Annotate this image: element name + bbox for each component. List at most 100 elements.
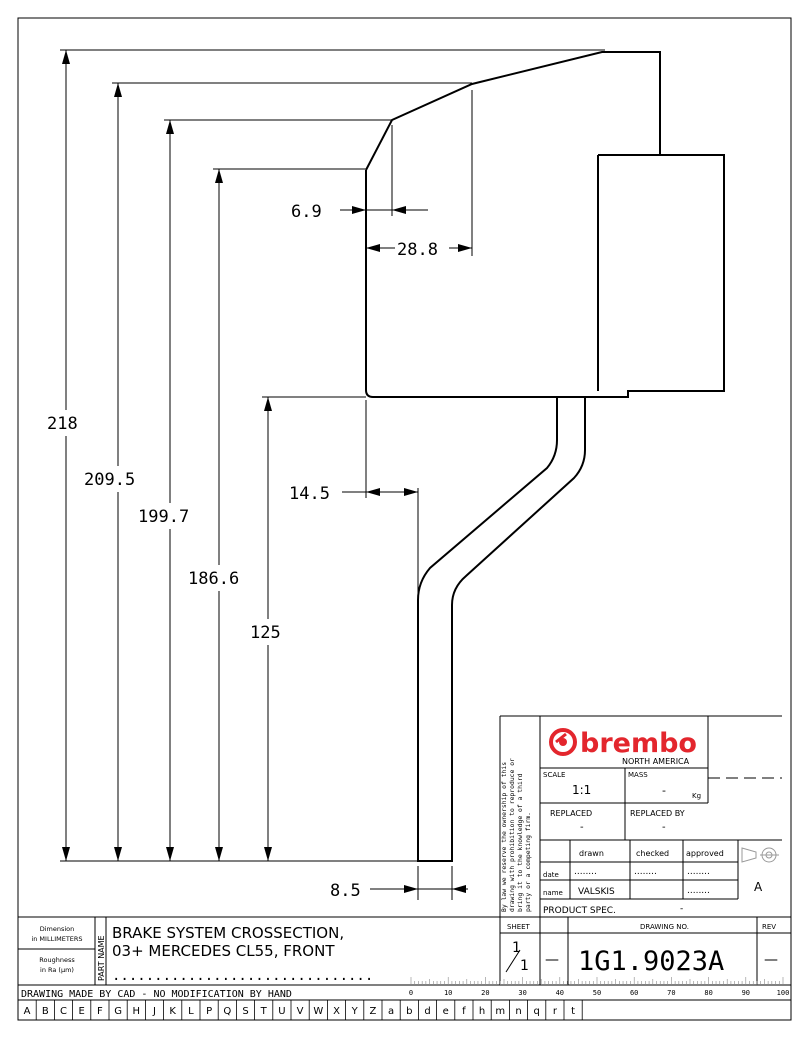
grid-letter: Y <box>351 1006 359 1017</box>
rev-label: REV <box>762 923 776 931</box>
sheet-border <box>17 17 792 1021</box>
brembo-logo: brembo NORTH AMERICA <box>549 728 697 766</box>
dim-28-8: 28.8 <box>397 240 438 260</box>
drawing-no-label: DRAWING NO. <box>640 923 689 931</box>
grid-letter: B <box>42 1006 49 1017</box>
product-spec-label: PRODUCT SPEC. <box>543 906 616 916</box>
col-approved: approved <box>686 849 724 858</box>
part-outline <box>365 51 725 862</box>
dimension-unit-2: in MILLIMETERS <box>31 935 82 943</box>
part-name-line2: 03+ MERCEDES CL55, FRONT <box>112 942 335 960</box>
dim-218: 218 <box>47 414 78 434</box>
date-checked-dots: ........ <box>634 867 657 877</box>
grid-letter: q <box>534 1006 540 1017</box>
grid-letter: m <box>495 1006 505 1017</box>
ruler-label: 20 <box>481 989 489 997</box>
replaced-label: REPLACED <box>550 809 592 818</box>
replaced-by-value: - <box>662 822 666 833</box>
part-name-line1: BRAKE SYSTEM CROSSECTION, <box>112 924 344 942</box>
sheet-label: SHEET <box>507 923 531 931</box>
dim-6-9: 6.9 <box>291 202 322 222</box>
grid-letter: n <box>515 1006 521 1017</box>
sheet-total: 1 <box>520 958 529 974</box>
date-approved-dots: ........ <box>687 867 710 877</box>
dim-14-5: 14.5 <box>289 484 330 504</box>
dimension-values: 218 209.5 199.7 186.6 125 6.9 28.8 14.5 … <box>47 202 438 901</box>
mass-unit: Kg <box>692 792 701 800</box>
part-name-dots: ............................... <box>112 968 373 984</box>
replaced-value: - <box>580 822 584 833</box>
dimension-arrows <box>62 50 472 893</box>
grid-letter: e <box>443 1006 449 1017</box>
part-name-label: PART NAME <box>97 935 106 981</box>
grid-letter: A <box>24 1006 31 1017</box>
replaced-by-label: REPLACED BY <box>630 809 685 818</box>
ruler-label: 60 <box>630 989 638 997</box>
dim-8-5: 8.5 <box>330 881 361 901</box>
scale-value: 1:1 <box>572 783 591 797</box>
col-checked: checked <box>636 849 669 858</box>
grid-letter: T <box>260 1006 268 1017</box>
ownership-notice-2: drawing with prohibition to reproduce or <box>508 758 516 912</box>
ownership-notice-4: party or a competing firm. <box>524 812 532 912</box>
grid-letter: S <box>242 1006 248 1017</box>
row-name: name <box>543 889 563 897</box>
grid-letter: X <box>333 1006 340 1017</box>
drawn-by-name: VALSKIS <box>578 887 615 897</box>
roughness-1: Roughness <box>39 956 75 964</box>
mass-label: MASS <box>628 771 648 779</box>
grid-letter: b <box>406 1006 412 1017</box>
roughness-2: in Ra (µm) <box>40 966 74 974</box>
dim-125: 125 <box>250 623 281 643</box>
grid-letter: r <box>553 1006 558 1017</box>
name-approved-dots: ........ <box>687 886 710 896</box>
grid-letter: t <box>571 1006 575 1017</box>
product-spec-value: - <box>680 904 683 914</box>
rev-value: — <box>764 952 778 968</box>
grid-letter: Z <box>369 1006 376 1017</box>
grid-letter: f <box>462 1006 466 1017</box>
grid-letter: F <box>97 1006 103 1017</box>
drawing-number: 1G1.9023A <box>578 946 724 977</box>
grid-letter: d <box>424 1006 430 1017</box>
ruler-label: 50 <box>593 989 601 997</box>
grid-letter: Q <box>223 1006 231 1017</box>
grid-letter: E <box>79 1006 85 1017</box>
grid-letter: L <box>188 1006 194 1017</box>
projection-symbol-icon <box>741 847 779 863</box>
grid-letter: V <box>297 1006 304 1017</box>
grid-letter: a <box>388 1006 394 1017</box>
brand-subtitle: NORTH AMERICA <box>622 757 690 766</box>
sheet-dash: — <box>545 952 559 968</box>
ruler-label: 30 <box>518 989 526 997</box>
dim-209-5: 209.5 <box>84 470 135 490</box>
dim-199-7: 199.7 <box>138 507 189 527</box>
ownership-notice-1: By law we reserve the ownership of this <box>500 762 508 912</box>
ruler-label: 0 <box>409 989 413 997</box>
grid-letter: W <box>313 1006 323 1017</box>
grid-letter: J <box>152 1006 156 1017</box>
sheet-number: 1 <box>512 940 521 956</box>
grid-letter: P <box>206 1006 212 1017</box>
row-date: date <box>543 871 559 879</box>
ruler-label: 80 <box>704 989 712 997</box>
dim-186-6: 186.6 <box>188 569 239 589</box>
mass-value: - <box>662 784 666 797</box>
date-drawn-dots: ........ <box>574 867 597 877</box>
scale-label: SCALE <box>543 771 565 779</box>
grid-letter: C <box>60 1006 67 1017</box>
ruler-label: 100 <box>777 989 790 997</box>
ruler-label: 70 <box>667 989 675 997</box>
cad-notice: DRAWING MADE BY CAD - NO MODIFICATION BY… <box>21 989 292 1000</box>
brand-name: brembo <box>580 728 697 759</box>
dimension-unit-1: Dimension <box>40 925 75 933</box>
ruler-label: 90 <box>742 989 750 997</box>
grid-letter: H <box>133 1006 141 1017</box>
ruler-label: 10 <box>444 989 452 997</box>
grid-letter: K <box>169 1006 176 1017</box>
title-block: By law we reserve the ownership of this … <box>18 715 791 1001</box>
grid-letter: U <box>278 1006 285 1017</box>
